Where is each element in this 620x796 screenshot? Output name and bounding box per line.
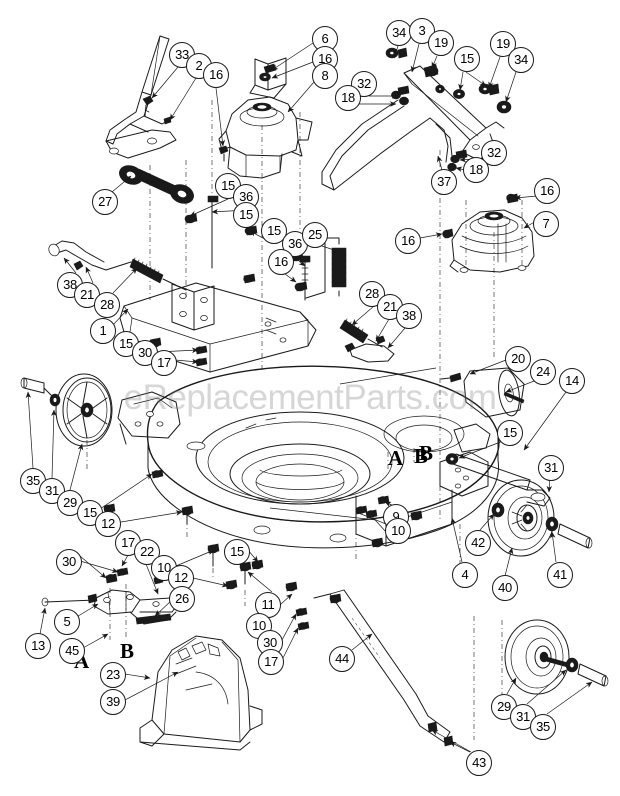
section-marker-a: A bbox=[388, 446, 404, 470]
callout-15[interactable]: 15 bbox=[454, 46, 480, 72]
spindle-cover-7 bbox=[442, 193, 535, 273]
callout-24[interactable]: 24 bbox=[530, 359, 556, 385]
callout-28[interactable]: 28 bbox=[94, 292, 120, 318]
callout-21[interactable]: 21 bbox=[74, 282, 100, 308]
callout-17[interactable]: 17 bbox=[258, 649, 284, 675]
callout-27[interactable]: 27 bbox=[92, 189, 118, 215]
right-spring-rod-assembly bbox=[339, 318, 395, 363]
callout-7[interactable]: 7 bbox=[533, 211, 559, 237]
handle-bail-37 bbox=[321, 99, 453, 191]
center-axes bbox=[86, 100, 523, 740]
callout-37[interactable]: 37 bbox=[431, 169, 457, 195]
leader-lines bbox=[25, 42, 593, 753]
callout-17[interactable]: 17 bbox=[151, 350, 177, 376]
section-marker-b: B bbox=[414, 444, 429, 468]
callout-11[interactable]: 11 bbox=[255, 592, 281, 618]
callout-30[interactable]: 30 bbox=[56, 549, 82, 575]
callout-16[interactable]: 16 bbox=[268, 249, 294, 275]
callout-43[interactable]: 43 bbox=[466, 750, 492, 776]
lower-right-wheel bbox=[504, 619, 609, 695]
callout-15[interactable]: 15 bbox=[224, 539, 250, 565]
deck-front-frame-bar bbox=[119, 282, 317, 373]
callout-14[interactable]: 14 bbox=[559, 368, 585, 394]
callout-15[interactable]: 15 bbox=[497, 420, 523, 446]
callout-15[interactable]: 15 bbox=[233, 202, 259, 228]
callout-25[interactable]: 25 bbox=[302, 222, 328, 248]
callout-4[interactable]: 4 bbox=[452, 562, 478, 588]
mower-deck-housing bbox=[117, 365, 500, 549]
callout-16[interactable]: 16 bbox=[203, 62, 229, 88]
callout-19[interactable]: 19 bbox=[490, 31, 516, 57]
callout-34[interactable]: 34 bbox=[508, 47, 534, 73]
callout-31[interactable]: 31 bbox=[538, 455, 564, 481]
deck-brace-14 bbox=[445, 453, 551, 507]
callout-23[interactable]: 23 bbox=[100, 662, 126, 688]
callout-35[interactable]: 35 bbox=[530, 714, 556, 740]
callout-20[interactable]: 20 bbox=[505, 346, 531, 372]
callout-40[interactable]: 40 bbox=[492, 575, 518, 601]
callout-13[interactable]: 13 bbox=[25, 633, 51, 659]
callout-1[interactable]: 1 bbox=[90, 318, 116, 344]
section-marker-b: B bbox=[120, 639, 135, 663]
callout-31[interactable]: 31 bbox=[510, 704, 536, 730]
callout-44[interactable]: 44 bbox=[329, 646, 355, 672]
discharge-chute bbox=[139, 635, 263, 751]
callout-45[interactable]: 45 bbox=[59, 638, 85, 664]
callout-42[interactable]: 42 bbox=[465, 530, 491, 556]
left-pulley-29 bbox=[20, 373, 113, 447]
callout-8[interactable]: 8 bbox=[312, 63, 338, 89]
callout-12[interactable]: 12 bbox=[95, 511, 121, 537]
spindle-cover-8 bbox=[218, 57, 313, 179]
roller-24 bbox=[440, 367, 525, 418]
callout-34[interactable]: 34 bbox=[386, 20, 412, 46]
callout-32[interactable]: 32 bbox=[481, 140, 507, 166]
callout-5[interactable]: 5 bbox=[54, 609, 80, 635]
callout-26[interactable]: 26 bbox=[169, 586, 195, 612]
callout-18[interactable]: 18 bbox=[335, 85, 361, 111]
callout-19[interactable]: 19 bbox=[428, 30, 454, 56]
section-marker-b: B bbox=[419, 441, 434, 465]
callout-39[interactable]: 39 bbox=[100, 689, 126, 715]
callout-38[interactable]: 38 bbox=[396, 303, 422, 329]
adjuster-link-27 bbox=[119, 165, 194, 204]
callout-16[interactable]: 16 bbox=[534, 178, 560, 204]
lift-lever-assembly bbox=[105, 35, 177, 159]
callout-10[interactable]: 10 bbox=[385, 518, 411, 544]
callout-16[interactable]: 16 bbox=[395, 228, 421, 254]
callout-18[interactable]: 18 bbox=[463, 157, 489, 183]
right-wheel-40 bbox=[487, 479, 593, 557]
callout-41[interactable]: 41 bbox=[547, 562, 573, 588]
